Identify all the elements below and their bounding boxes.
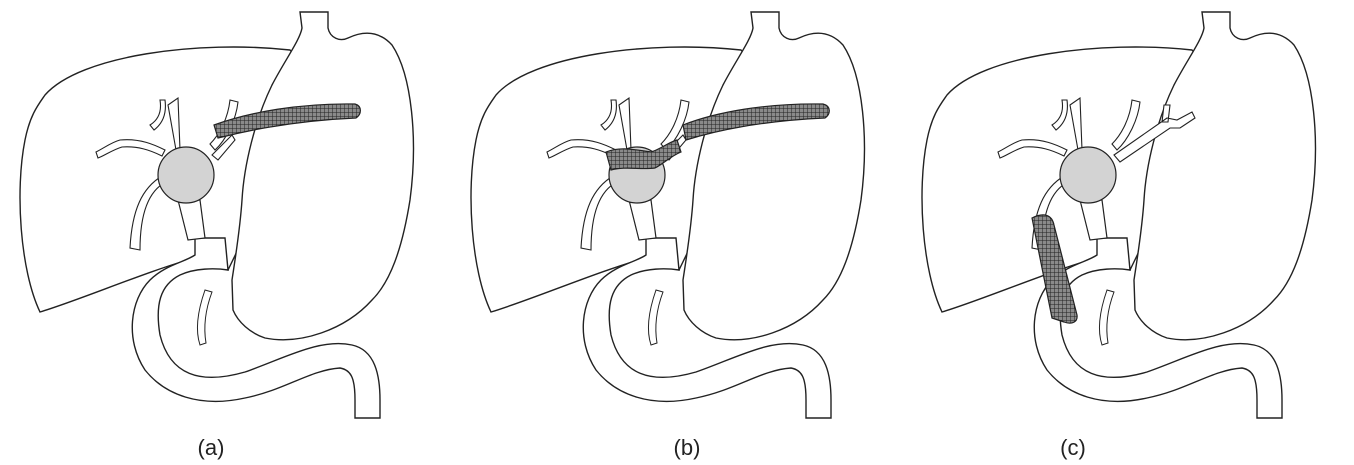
panel-label: (a) [181,436,241,460]
hilar-tumor [1060,147,1116,203]
panel-label: (c) [1043,436,1103,460]
anatomy-diagram-c [902,0,1353,465]
duodenal-fold [649,290,663,345]
duodenal-fold [198,290,212,345]
panel-c: (c) [902,0,1353,465]
anatomy-diagram-b [451,0,902,465]
hilar-tumor [158,147,214,203]
panel-label: (b) [657,436,717,460]
duodenal-fold [1100,290,1114,345]
anatomy-diagram-a [0,0,451,465]
panel-b: (b) [451,0,902,465]
panel-a: (a) [0,0,451,465]
